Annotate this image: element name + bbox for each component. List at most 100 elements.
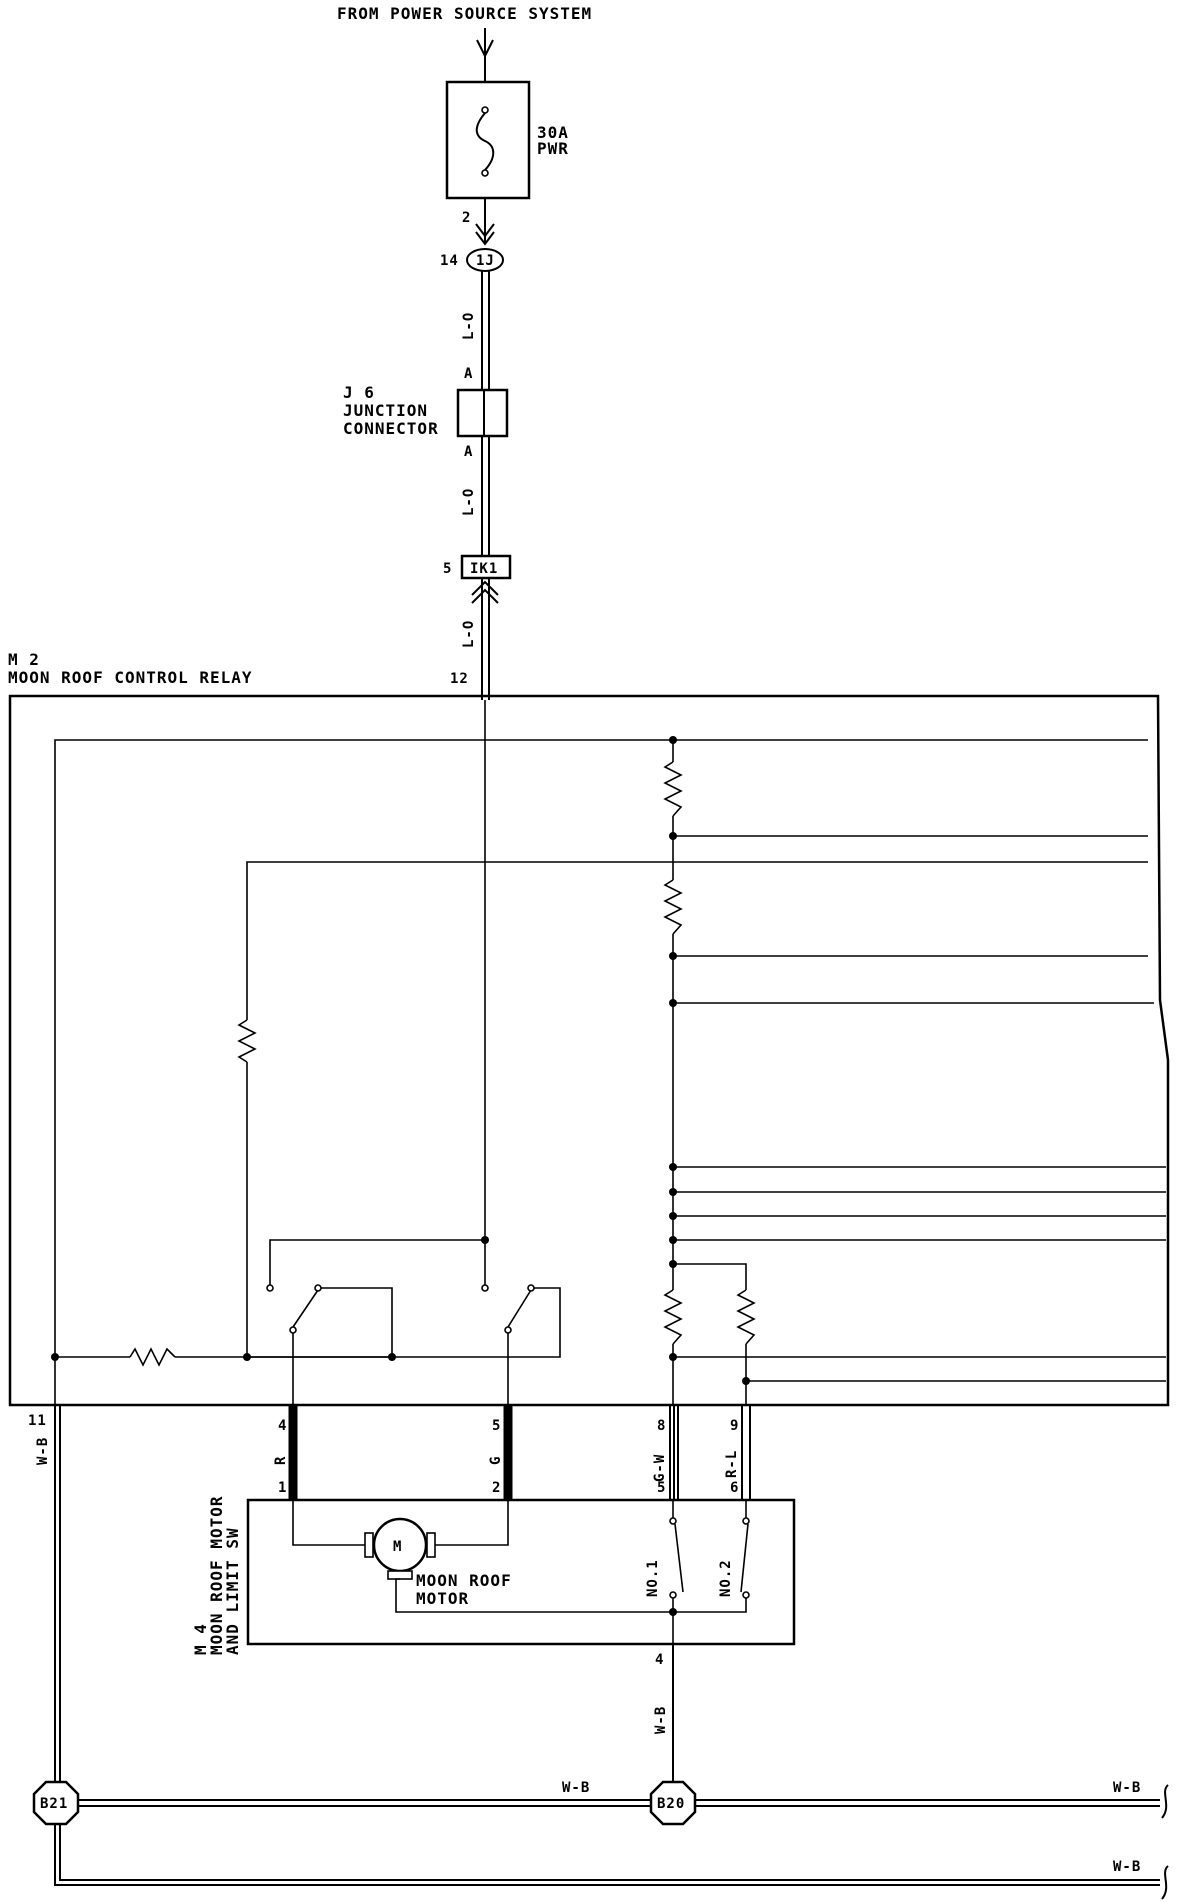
relay-ground-rail xyxy=(54,739,1148,1405)
ik1-connector xyxy=(460,554,512,580)
resistor-icon-2 xyxy=(237,1019,257,1063)
node-l1 xyxy=(669,736,677,744)
motor-pin-1: 1 xyxy=(278,1480,287,1496)
motor-brush-left xyxy=(364,1532,374,1558)
motor-base xyxy=(387,1570,413,1580)
wire-label-rl: R-L xyxy=(724,1450,740,1478)
relay-box xyxy=(8,694,1170,1407)
resistor-icon-4 xyxy=(663,879,683,935)
wire-label-wb-bus-right: W-B xyxy=(1113,1780,1141,1796)
j6-pin-top: A xyxy=(464,366,473,382)
ground-bus-2b xyxy=(59,1820,1160,1881)
junction-1j xyxy=(466,248,504,272)
wire-label-wb-relay: W-B xyxy=(35,1437,51,1465)
relay1-common xyxy=(289,1326,297,1334)
motor-label-line1: MOON ROOF xyxy=(416,1571,512,1590)
relay-pin-9: 9 xyxy=(730,1418,739,1434)
motor-unit-code: M 4 xyxy=(191,1623,210,1655)
power-source-label: FROM POWER SOURCE SYSTEM xyxy=(337,4,592,23)
limit-sw1-contact-bottom xyxy=(669,1591,677,1599)
limit-switch-1-icon xyxy=(674,1523,684,1593)
wire-label-g: G xyxy=(488,1456,504,1465)
ik1-label: IK1 xyxy=(470,561,498,577)
resistor-icon-5 xyxy=(663,1289,683,1345)
fuse-icon xyxy=(475,112,495,171)
motor-pin-6: 6 xyxy=(730,1480,739,1496)
wire-label-gw: G-W xyxy=(652,1454,668,1482)
fuse-terminal-bottom xyxy=(481,169,489,177)
fuse-box xyxy=(445,80,531,200)
ground-b21-label: B21 xyxy=(40,1796,68,1812)
limit-sw2-contact-top xyxy=(742,1517,750,1525)
ground-bus-2a xyxy=(54,1820,1160,1886)
ladder-branch xyxy=(673,1263,747,1290)
relay1-no-feed xyxy=(269,1239,485,1285)
j6-code: J 6 xyxy=(343,383,375,402)
relay1-nc-wire xyxy=(321,1287,393,1357)
motor-brush-right xyxy=(426,1532,436,1558)
limit-sw2-bottom xyxy=(673,1598,747,1613)
resistor-icon-3 xyxy=(663,761,683,817)
wire-r2-top xyxy=(246,861,1148,1020)
junction-1j-label: 1J xyxy=(476,253,495,269)
limit-sw1-contact-top xyxy=(669,1517,677,1525)
break-mark-icon-1 xyxy=(1161,1784,1169,1819)
motor-pin-5: 5 xyxy=(657,1480,666,1496)
relay2-nc-wire xyxy=(247,1287,561,1358)
relay2-nc-contact xyxy=(527,1284,535,1292)
relay2-switch-icon xyxy=(507,1289,532,1328)
j6-pin-bottom: A xyxy=(464,444,473,460)
motor-pin-2: 2 xyxy=(492,1480,501,1496)
limit-switch-1-label: NO.1 xyxy=(645,1559,661,1597)
relay-pin-4: 4 xyxy=(278,1418,287,1434)
ik1-arrow-icon-2 xyxy=(471,588,499,604)
connector-arrow-icon-2 xyxy=(475,231,495,246)
relay1-nc-contact xyxy=(314,1284,322,1292)
fuse-pin: 2 xyxy=(462,210,471,226)
ground-point-b21 xyxy=(32,1780,80,1826)
wire-label-wb-bus: W-B xyxy=(562,1780,590,1796)
wire-label-r: R xyxy=(273,1456,289,1465)
motor-wire-right xyxy=(435,1500,509,1546)
motor-common-wire xyxy=(395,1578,673,1613)
motor-pin-4: 4 xyxy=(655,1652,664,1668)
relay2-no-contact xyxy=(481,1284,489,1292)
motor-label-line2: MOTOR xyxy=(416,1589,469,1608)
limit-switch-2-icon xyxy=(740,1523,749,1593)
motor-unit-box xyxy=(246,1498,796,1646)
relay1-no-contact xyxy=(266,1284,274,1292)
fuse-rating: 30A xyxy=(537,123,569,142)
relay-pin-in: 12 xyxy=(450,671,469,687)
fuse-name: PWR xyxy=(537,139,569,158)
connector-arrow-icon xyxy=(475,223,495,238)
resistor-icon-6 xyxy=(736,1289,756,1345)
relay2-common xyxy=(504,1326,512,1334)
motor-unit-line1: MOON ROOF MOTOR xyxy=(207,1496,226,1656)
relay-name: MOON ROOF CONTROL RELAY xyxy=(8,668,253,687)
fuse-terminal-top xyxy=(481,106,489,114)
resistor-icon-1 xyxy=(129,1347,176,1367)
limit-switch-2-label: NO.2 xyxy=(718,1559,734,1597)
wire-label-lo-3: L-O xyxy=(461,620,477,648)
ik1-arrow-icon xyxy=(471,580,499,596)
relay-pin-8: 8 xyxy=(657,1418,666,1434)
motor-wire-left xyxy=(292,1500,365,1546)
j6-junction-connector xyxy=(456,388,509,438)
power-arrow-icon xyxy=(476,39,494,59)
relay1-switch-icon xyxy=(292,1289,319,1328)
wire-label-wb-gnd: W-B xyxy=(653,1706,669,1734)
wire-label-lo-1: L-O xyxy=(461,312,477,340)
ik1-pin: 5 xyxy=(443,561,452,577)
j6-line1: JUNCTION xyxy=(343,401,428,420)
break-mark-icon-2 xyxy=(1161,1865,1169,1900)
ground-b20-label: B20 xyxy=(657,1796,685,1812)
wire-label-wb-bottom: W-B xyxy=(1113,1859,1141,1875)
relay-pin-5: 5 xyxy=(492,1418,501,1434)
wire-label-lo-2: L-O xyxy=(461,488,477,516)
motor-symbol: M xyxy=(393,1539,402,1555)
limit-sw2-contact-bottom xyxy=(742,1591,750,1599)
relay-code: M 2 xyxy=(8,650,40,669)
relay-pin-gnd: 11 xyxy=(28,1413,47,1429)
ground-point-b20 xyxy=(649,1780,697,1826)
